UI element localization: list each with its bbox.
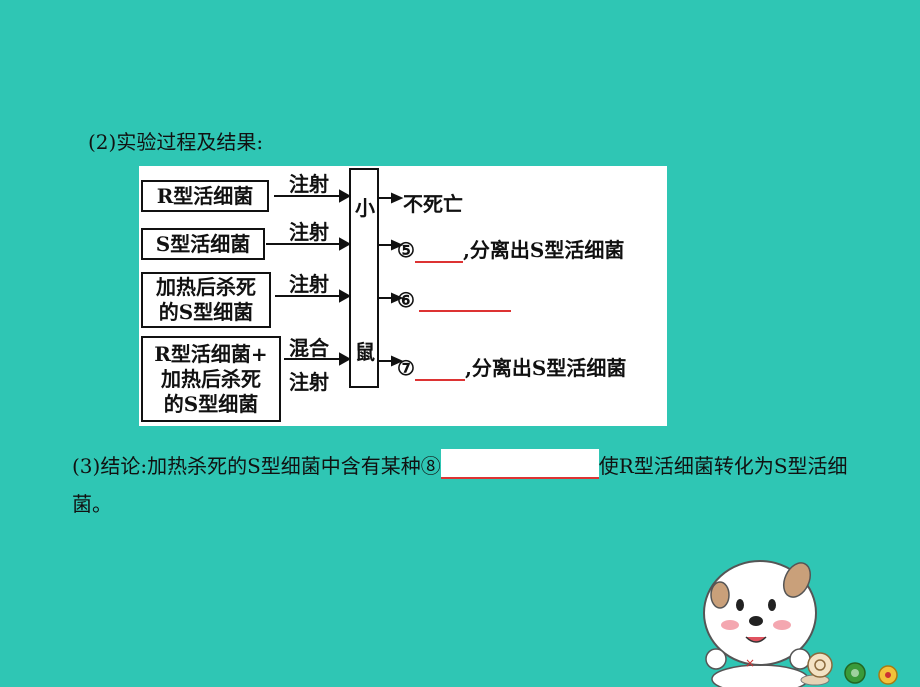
section-heading: (2)实验过程及结果: — [88, 130, 264, 154]
input-heat-killed-s: 加热后杀死 的S型细菌 — [141, 272, 271, 328]
label-inject-4: 注射 — [289, 370, 329, 394]
puppy-mascot-illustration: × — [703, 560, 898, 687]
label-inject-3: 注射 — [289, 272, 329, 296]
result-4-suffix: ,分离出S型活细菌 — [464, 356, 627, 380]
label-inject-2: 注射 — [289, 220, 329, 244]
result-3: ⑥ — [397, 288, 511, 312]
input-r-plus-killed-s: R型活细菌+ 加热后杀死 的S型细菌 — [141, 336, 281, 422]
mouse-char-2: 鼠 — [355, 340, 375, 364]
experiment-diagram: R型活细菌 S型活细菌 加热后杀死 的S型细菌 R型活细菌+ 加热后杀死 的S型… — [139, 166, 667, 426]
result-4: ⑦ ,分离出S型活细菌 — [397, 352, 626, 381]
result-2-suffix: ,分离出S型活细菌 — [462, 238, 625, 262]
label-inject-1: 注射 — [289, 172, 329, 196]
svg-text:×: × — [745, 656, 755, 670]
answer-blank-8 — [440, 449, 599, 479]
input-s-live: S型活细菌 — [141, 228, 265, 260]
mouse-box: 小 鼠 — [349, 168, 379, 388]
conclusion-prefix: (3)结论:加热杀死的S型细菌中含有某种⑧ — [72, 454, 441, 478]
diagram-arrows — [266, 189, 404, 367]
marker-6: ⑥ — [397, 288, 415, 312]
mouse-char-1: 小 — [355, 196, 375, 220]
result-1: 不死亡 — [403, 192, 463, 216]
answer-blank-5 — [414, 239, 463, 263]
input-r-live: R型活细菌 — [141, 180, 269, 212]
conclusion-suffix: 使R型活细菌转化为S型活细菌。 — [72, 454, 848, 516]
marker-7: ⑦ — [397, 356, 415, 380]
result-2: ⑤ ,分离出S型活细菌 — [397, 234, 624, 263]
marker-5: ⑤ — [397, 238, 415, 262]
answer-blank-6 — [418, 288, 511, 312]
answer-blank-7 — [414, 357, 465, 381]
label-mix: 混合 — [289, 336, 329, 360]
